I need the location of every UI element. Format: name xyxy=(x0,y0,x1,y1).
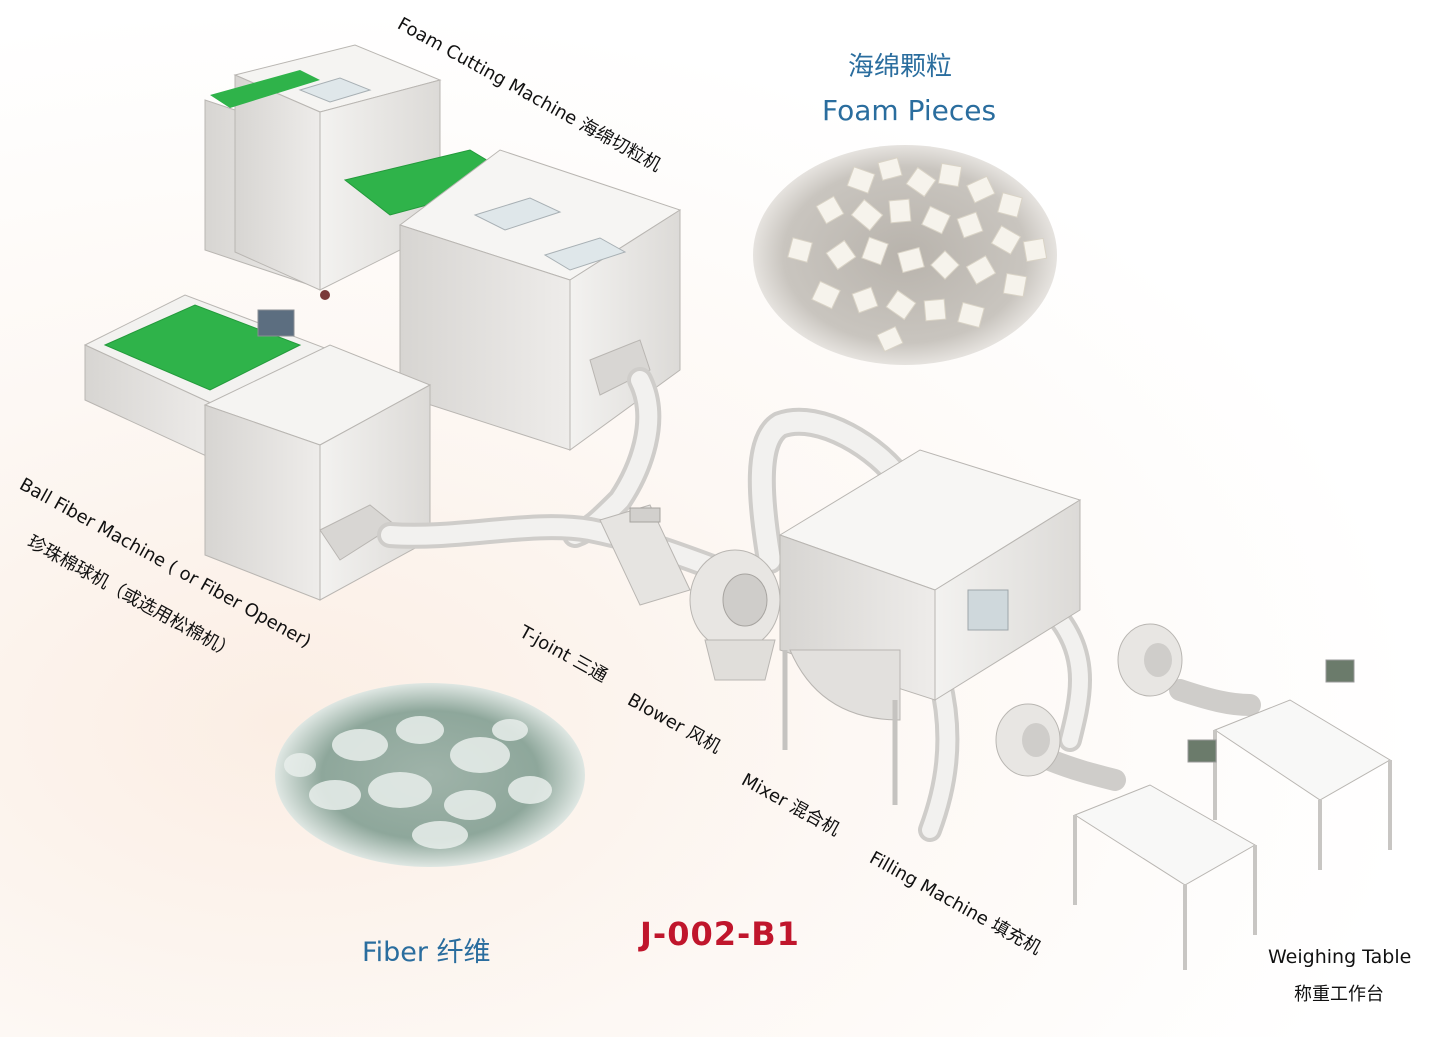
model-code: J-002-B1 xyxy=(640,915,800,953)
foam-cutting-machine xyxy=(204,44,522,300)
label-weighing-table-cn: 称重工作台 xyxy=(1294,984,1384,1005)
foam-pieces-title-en: Foam Pieces xyxy=(822,94,997,127)
mixer xyxy=(778,449,1082,805)
air-pipes xyxy=(377,367,1261,842)
weighing-tables xyxy=(1073,659,1392,970)
fiber-title: Fiber 纤维 xyxy=(362,937,491,968)
filling-machines xyxy=(995,623,1183,777)
t-joint xyxy=(599,504,691,606)
label-weighing-table-en: Weighing Table xyxy=(1268,946,1412,968)
foam-pieces-photo xyxy=(753,145,1057,365)
foam-pieces-title-cn: 海绵颗粒 xyxy=(848,52,953,82)
fiber-photo xyxy=(275,683,585,867)
blower xyxy=(689,549,781,681)
